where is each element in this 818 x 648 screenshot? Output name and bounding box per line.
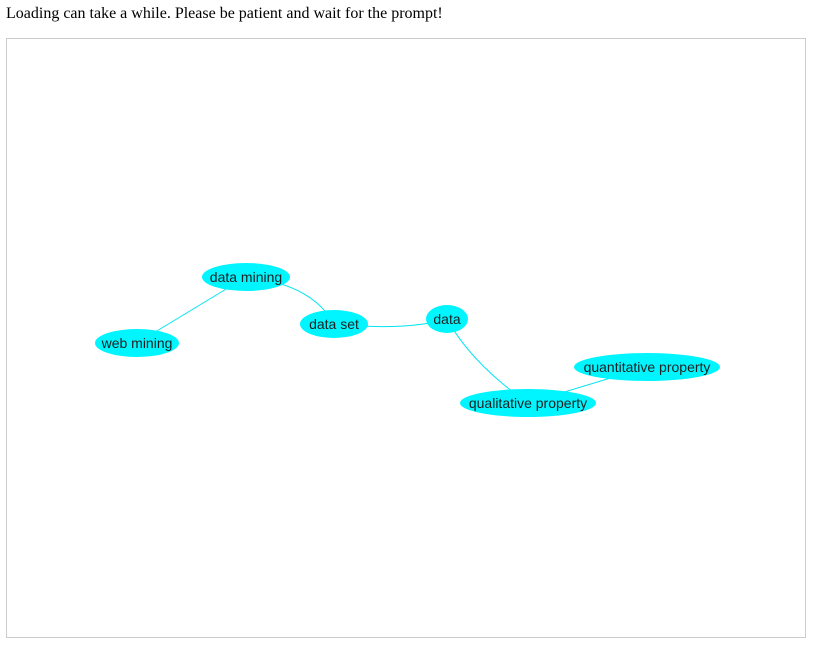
node-label-quantitative-property: quantitative property: [584, 359, 711, 375]
node-label-data-mining: data mining: [210, 269, 282, 285]
node-ellipse-web-mining[interactable]: [95, 329, 179, 357]
node-ellipse-data[interactable]: [426, 305, 468, 333]
node-ellipse-data-mining[interactable]: [202, 263, 290, 291]
loading-notice: Loading can take a while. Please be pati…: [6, 5, 443, 22]
node-label-web-mining: web mining: [101, 335, 173, 351]
nodes-layer: data mining web mining data set data qualita…: [95, 263, 720, 417]
node-data-mining[interactable]: data mining: [202, 263, 290, 291]
node-label-data-set: data set: [309, 316, 359, 332]
node-label-qualitative-property: qualitative property: [469, 395, 587, 411]
node-data-set[interactable]: data set: [300, 310, 368, 338]
node-qualitative-property[interactable]: qualitative property: [460, 389, 596, 417]
node-label-data: data: [433, 311, 460, 327]
node-data[interactable]: data: [426, 305, 468, 333]
edges-layer: [136, 276, 648, 404]
graph-svg[interactable]: data mining web mining data set data qualita…: [7, 39, 805, 637]
node-ellipse-quantitative-property[interactable]: [574, 353, 720, 381]
node-web-mining[interactable]: web mining: [95, 329, 179, 357]
graph-canvas[interactable]: data mining web mining data set data qualita…: [6, 38, 806, 638]
node-ellipse-data-set[interactable]: [300, 310, 368, 338]
node-quantitative-property[interactable]: quantitative property: [574, 353, 720, 381]
node-ellipse-qualitative-property[interactable]: [460, 389, 596, 417]
